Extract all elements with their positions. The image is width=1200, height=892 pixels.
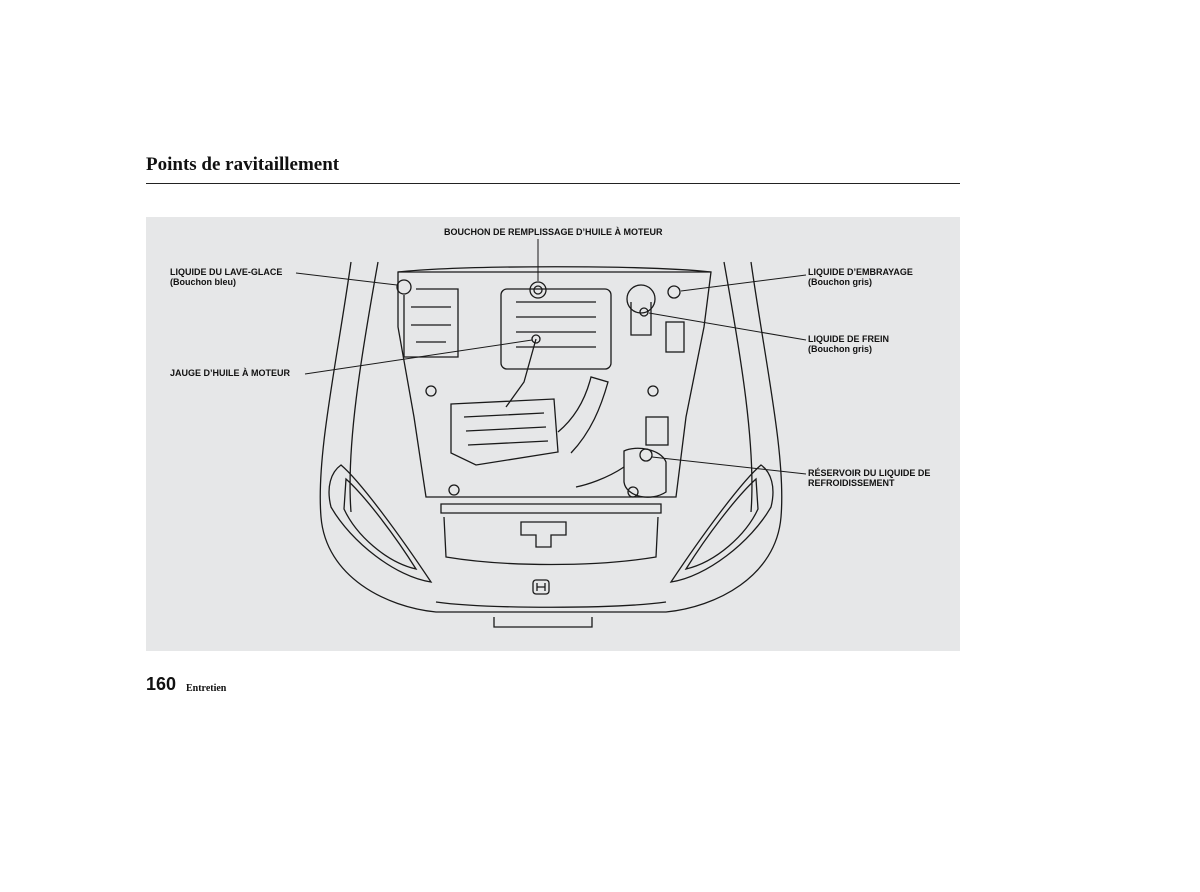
label-clutch: LIQUIDE D’EMBRAYAGE (Bouchon gris) — [808, 267, 913, 287]
car-fender-right — [723, 261, 753, 513]
label-clutch-sub: (Bouchon gris) — [808, 277, 872, 287]
latch-bracket — [520, 521, 567, 548]
leader-clutch — [680, 274, 807, 292]
coolant-hose — [575, 466, 625, 488]
engine-compartment — [397, 271, 712, 498]
engine-bay-figure: BOUCHON DE REMPLISSAGE D’HUILE À MOTEUR … — [146, 217, 960, 651]
hood-opening-top — [397, 266, 712, 273]
page-number: 160 — [146, 674, 177, 694]
bolt-right — [627, 486, 639, 498]
headlight-inner-right — [684, 477, 759, 570]
label-brake-sub: (Bouchon gris) — [808, 344, 872, 354]
label-dipstick: JAUGE D’HUILE À MOTEUR — [170, 368, 291, 378]
strut-mount-left — [425, 385, 437, 397]
label-washer-sub: (Bouchon bleu) — [170, 277, 236, 287]
air-box — [450, 398, 559, 466]
coolant-tank — [623, 447, 667, 498]
brake-cap — [639, 307, 649, 317]
headlight-right — [669, 464, 774, 583]
intake-hose — [557, 376, 609, 454]
leader-coolant — [651, 456, 807, 475]
emblem-h — [532, 579, 550, 595]
car-body-outline — [319, 261, 783, 613]
bolt-left — [448, 484, 460, 496]
headlight-left — [328, 464, 433, 583]
section-name: Entretien — [186, 683, 227, 694]
clutch-cap — [667, 285, 681, 299]
radiator-support — [443, 516, 659, 566]
valve-cover-ribs — [516, 301, 596, 348]
dipstick-tube — [505, 338, 537, 408]
brake-booster — [626, 284, 656, 314]
title-rule — [146, 183, 960, 184]
leader-washer — [295, 272, 398, 286]
leader-dipstick — [304, 339, 533, 375]
oil-filler-cap-inner — [533, 285, 543, 295]
air-box-ribs — [463, 412, 549, 446]
brake-master — [630, 302, 652, 336]
label-brake: LIQUIDE DE FREIN (Bouchon gris) — [808, 334, 889, 354]
label-brake-main: LIQUIDE DE FREIN — [808, 334, 890, 344]
valve-cover — [500, 288, 612, 370]
washer-details — [411, 306, 451, 343]
label-washer: LIQUIDE DU LAVE-GLACE (Bouchon bleu) — [170, 267, 282, 287]
washer-tank — [403, 288, 459, 358]
car-fender-left — [349, 261, 379, 513]
battery — [645, 416, 669, 446]
front-nose — [435, 601, 667, 608]
page-title: Points de ravitaillement — [146, 154, 340, 175]
fuse-box — [665, 321, 685, 353]
oil-filler-cap — [529, 281, 547, 299]
strut-mount-right — [647, 385, 659, 397]
label-coolant: RÉSERVOIR DU LIQUIDE DE REFROIDISSEMENT — [808, 468, 930, 488]
front-crossmember — [440, 503, 662, 514]
coolant-cap — [639, 448, 653, 462]
leader-brake — [648, 312, 807, 341]
washer-cap — [396, 279, 412, 295]
engine-bay-illustration — [295, 239, 807, 628]
label-washer-main: LIQUIDE DU LAVE-GLACE — [170, 267, 283, 277]
label-clutch-main: LIQUIDE D’EMBRAYAGE — [808, 267, 913, 277]
dipstick-handle — [531, 334, 541, 344]
headlight-inner-left — [343, 477, 418, 570]
label-coolant-sub: REFROIDISSEMENT — [808, 478, 895, 488]
front-lip — [493, 617, 593, 628]
label-coolant-main: RÉSERVOIR DU LIQUIDE DE — [808, 468, 931, 478]
label-oil-filler-cap: BOUCHON DE REMPLISSAGE D’HUILE À MOTEUR — [444, 227, 663, 237]
emblem-h-letter — [536, 583, 546, 591]
